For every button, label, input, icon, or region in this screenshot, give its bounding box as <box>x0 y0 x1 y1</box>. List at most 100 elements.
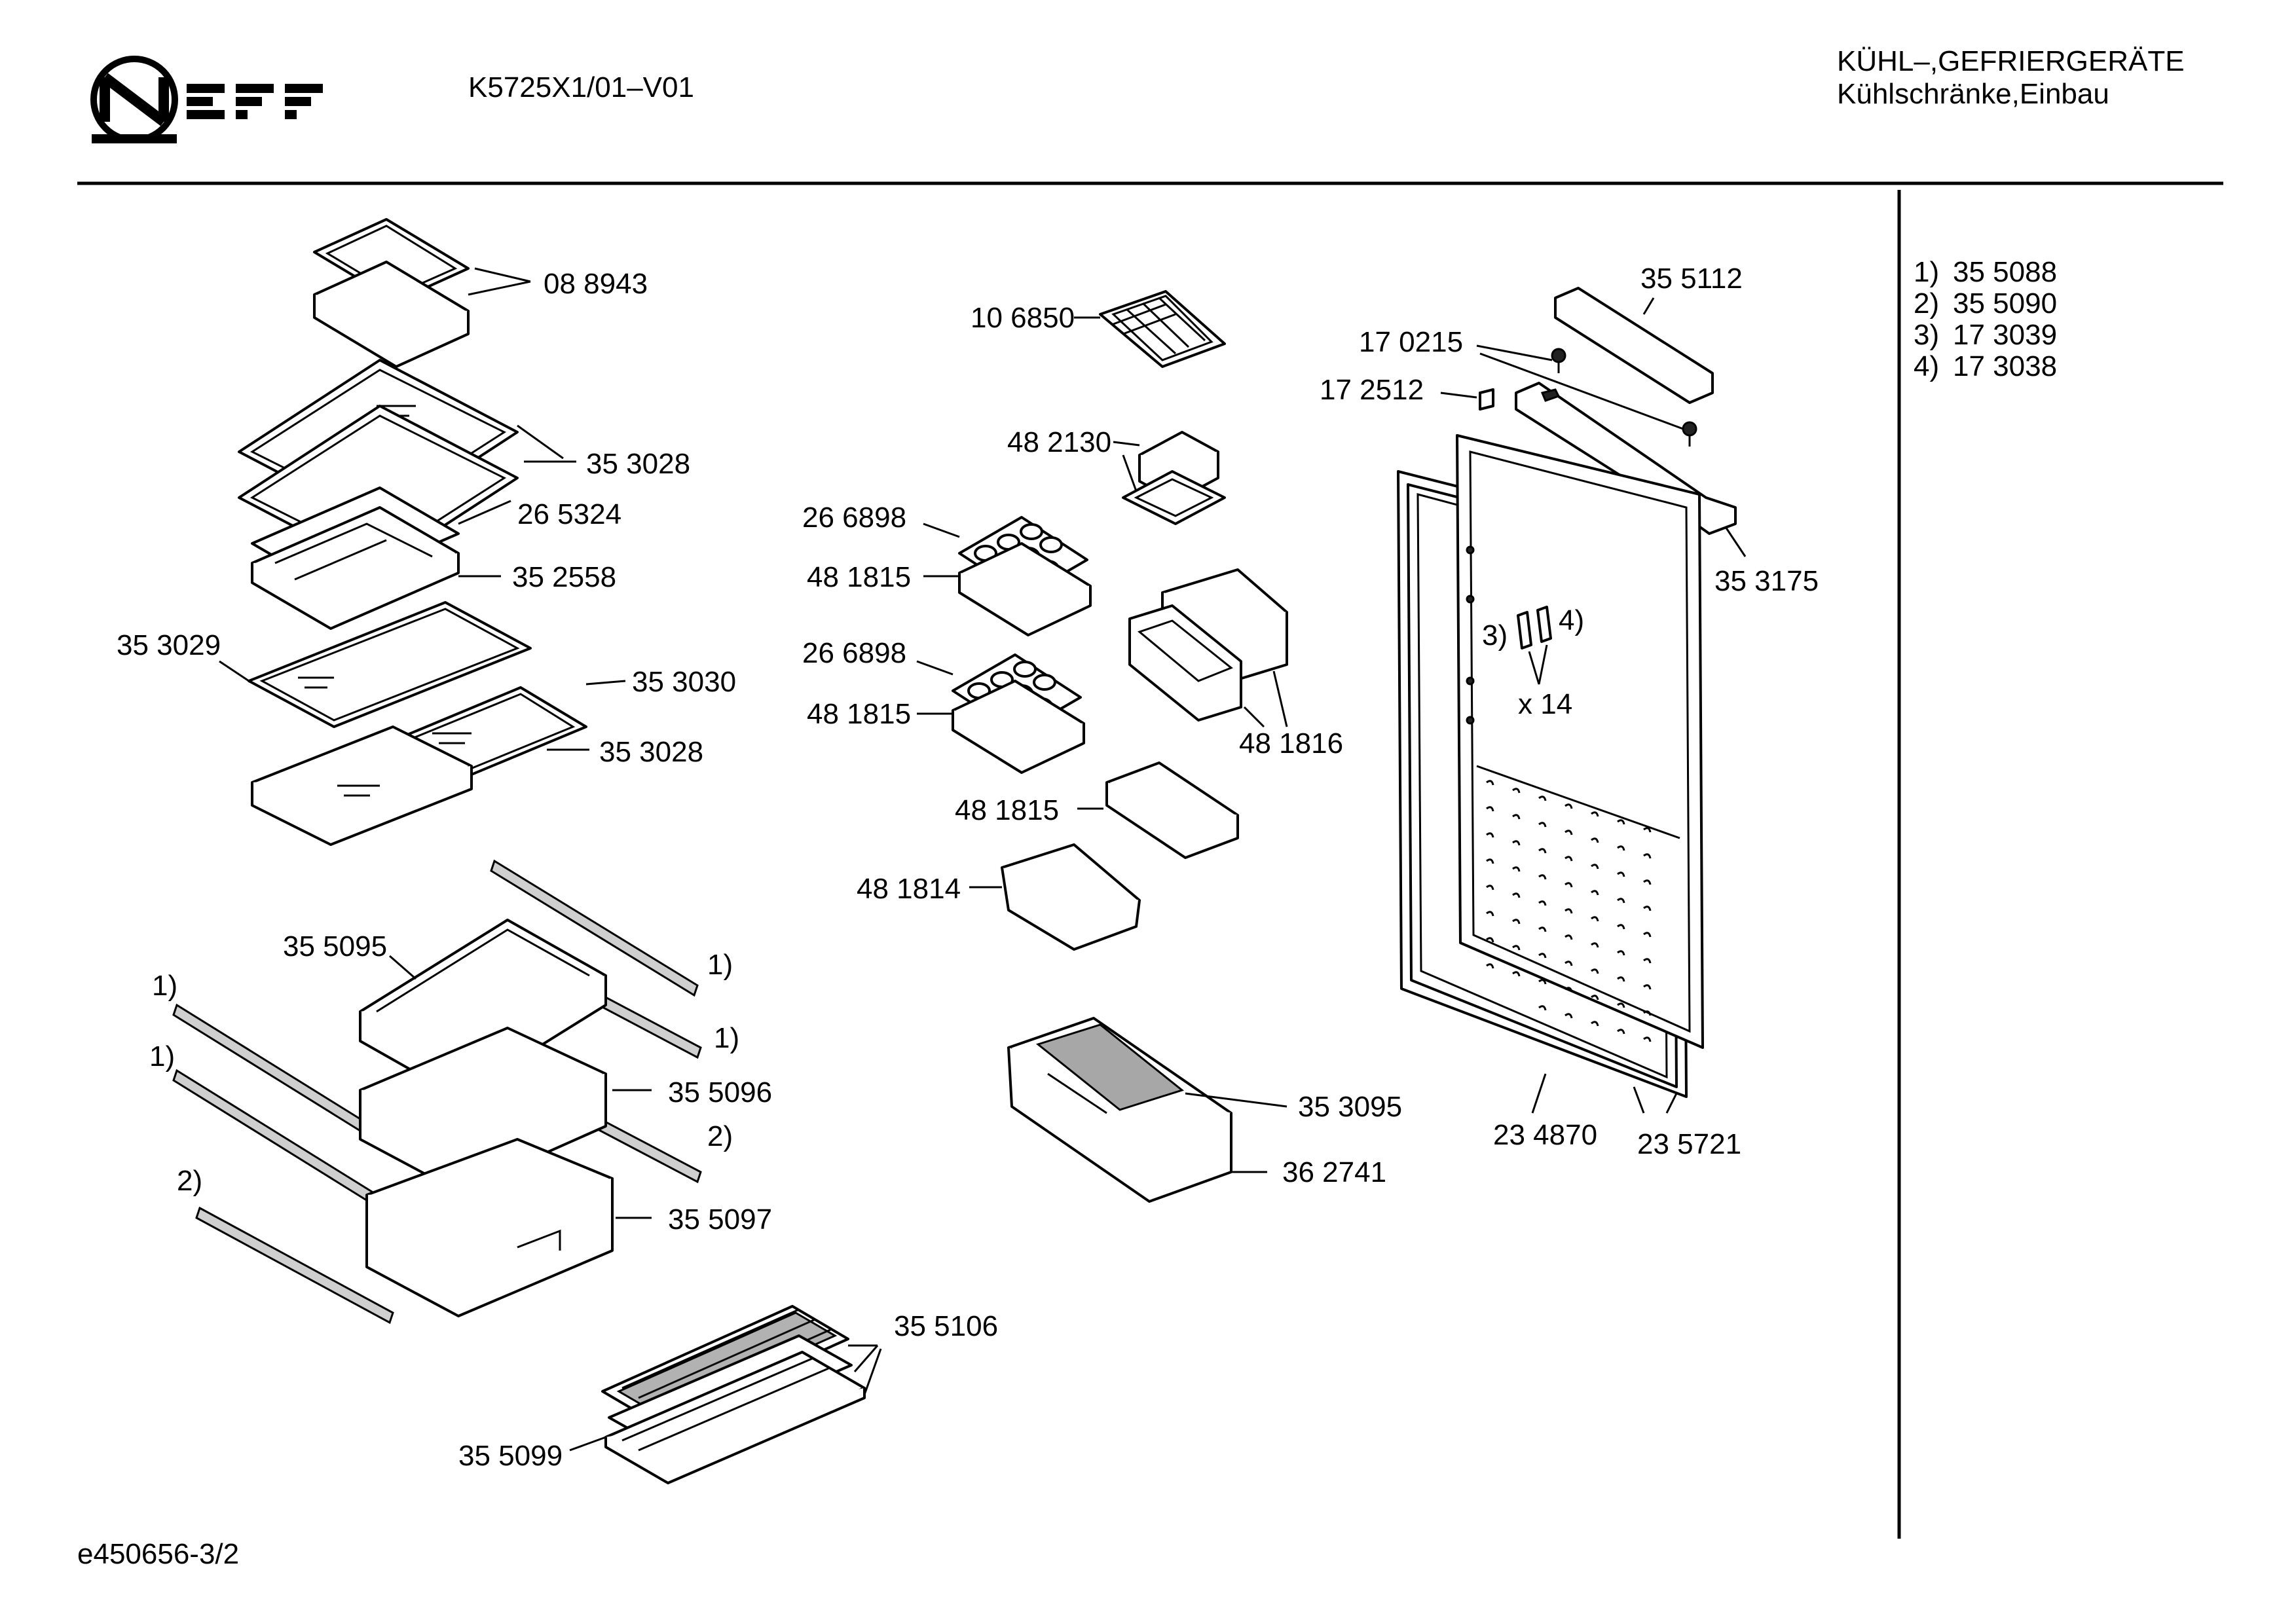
callout-label: 17 2512 <box>1320 374 1424 406</box>
vent-mark <box>1565 908 1573 914</box>
callout-label: 26 6898 <box>802 502 906 534</box>
legend-ref: 1) <box>1914 256 1939 288</box>
callout-label: 35 3028 <box>599 736 703 768</box>
vent-mark <box>1538 926 1547 932</box>
callout-label: 35 5112 <box>1640 263 1743 295</box>
callout-label: 35 2558 <box>512 561 616 593</box>
vent-mark <box>1486 858 1494 864</box>
legend-ref: 2) <box>1914 287 1939 320</box>
callout-label: 35 3029 <box>117 629 221 661</box>
leader-line <box>517 424 576 463</box>
vent-mark <box>1643 958 1652 964</box>
door-vent-pattern <box>1486 780 1652 1042</box>
legend: 1) 35 5088 2) 35 5090 3) 17 3039 4) 17 3… <box>1914 256 2057 382</box>
leader-line <box>923 522 960 538</box>
vent-mark <box>1512 971 1521 977</box>
vent-mark <box>1512 866 1521 872</box>
callout-ref: 3) <box>1482 619 1508 651</box>
callout-label: x 14 <box>1518 688 1572 720</box>
callout-ref: 1) <box>714 1022 739 1054</box>
vent-mark <box>1486 806 1494 812</box>
drawer-frame-part <box>251 486 460 630</box>
vent-mark <box>1565 882 1573 888</box>
egg-tray-part <box>958 516 1092 636</box>
callout-ref: 1) <box>149 1040 175 1072</box>
butter-tray-part <box>313 218 470 368</box>
vent-mark <box>1617 871 1625 877</box>
bottle-shelf-part <box>1001 843 1141 951</box>
callout-label: 26 5324 <box>517 498 621 530</box>
callout-ref: 4) <box>1559 604 1584 636</box>
vent-mark <box>1617 924 1625 930</box>
callout-label: 35 5097 <box>668 1203 772 1236</box>
vent-mark <box>1512 945 1521 951</box>
callout-label: 35 3095 <box>1298 1091 1402 1123</box>
vent-mark <box>1591 890 1599 896</box>
vent-mark <box>1538 874 1547 880</box>
vent-mark <box>1617 1029 1625 1035</box>
leader-line <box>468 267 531 296</box>
vent-mark <box>1565 961 1573 966</box>
category-title: KÜHL–,GEFRIERGERÄTE <box>1837 45 2185 77</box>
vent-mark <box>1486 937 1494 943</box>
rail-part <box>172 859 702 1325</box>
vent-mark <box>1538 1005 1547 1011</box>
leader-line <box>1185 1092 1287 1108</box>
callout-label: 35 5095 <box>283 930 387 962</box>
vent-mark <box>1486 780 1494 786</box>
callout-label: 17 0215 <box>1359 326 1463 358</box>
callout-ref: 1) <box>152 970 177 1002</box>
vent-mark <box>1538 822 1547 828</box>
document-id: e450656-3/2 <box>77 1538 239 1570</box>
vent-mark <box>1591 942 1599 948</box>
vent-mark <box>1565 856 1573 862</box>
vent-mark <box>1486 963 1494 969</box>
vent-mark <box>1617 950 1625 956</box>
vent-mark <box>1643 1036 1652 1042</box>
leader-line <box>585 680 626 686</box>
vent-mark <box>1643 827 1652 833</box>
callout-label: 10 6850 <box>971 302 1075 334</box>
vent-mark <box>1512 840 1521 846</box>
legend-part: 35 5090 <box>1953 287 2057 320</box>
model-number: K5725X1/01–V01 <box>468 71 694 103</box>
vent-mark <box>1538 848 1547 854</box>
leader-line <box>1440 392 1477 399</box>
ice-tray-part <box>1099 290 1226 368</box>
door-clip-part <box>1517 606 1552 650</box>
vent-mark <box>1538 796 1547 801</box>
door-box-part <box>1128 568 1288 722</box>
vent-mark <box>1565 803 1573 809</box>
callout-label: 35 5106 <box>894 1310 998 1342</box>
callout-label: 35 3028 <box>586 448 690 480</box>
crisper-grid-part <box>601 1305 866 1484</box>
vent-mark <box>1512 919 1521 925</box>
legend-ref: 3) <box>1914 319 1939 351</box>
leader-line <box>1724 526 1747 557</box>
vent-mark <box>1538 953 1547 959</box>
vent-mark <box>1643 1010 1652 1016</box>
leader-line <box>916 660 954 676</box>
door-shelf-part <box>1105 761 1239 859</box>
vent-mark <box>1643 906 1652 911</box>
callout-ref: 1) <box>707 949 733 981</box>
vent-mark <box>1565 934 1573 940</box>
drawer-part <box>359 919 614 1317</box>
callout-label: 26 6898 <box>802 637 906 669</box>
callout-label: 36 2741 <box>1282 1156 1386 1188</box>
callout-ref: 2) <box>177 1165 202 1197</box>
vent-mark <box>1617 819 1625 825</box>
callout-label: 23 4870 <box>1493 1119 1597 1151</box>
vent-mark <box>1617 845 1625 851</box>
door-panel-part <box>1397 434 1704 1098</box>
vent-mark <box>1591 995 1599 1000</box>
vent-mark <box>1486 911 1494 917</box>
leader-line <box>389 955 417 980</box>
leader-line <box>1531 1073 1547 1114</box>
legend-ref: 4) <box>1914 350 1939 382</box>
leader-line <box>219 660 250 682</box>
vent-mark <box>1565 830 1573 835</box>
vent-mark <box>1617 898 1625 904</box>
leader-line <box>848 1344 882 1395</box>
door-rack-part <box>1007 1017 1232 1203</box>
